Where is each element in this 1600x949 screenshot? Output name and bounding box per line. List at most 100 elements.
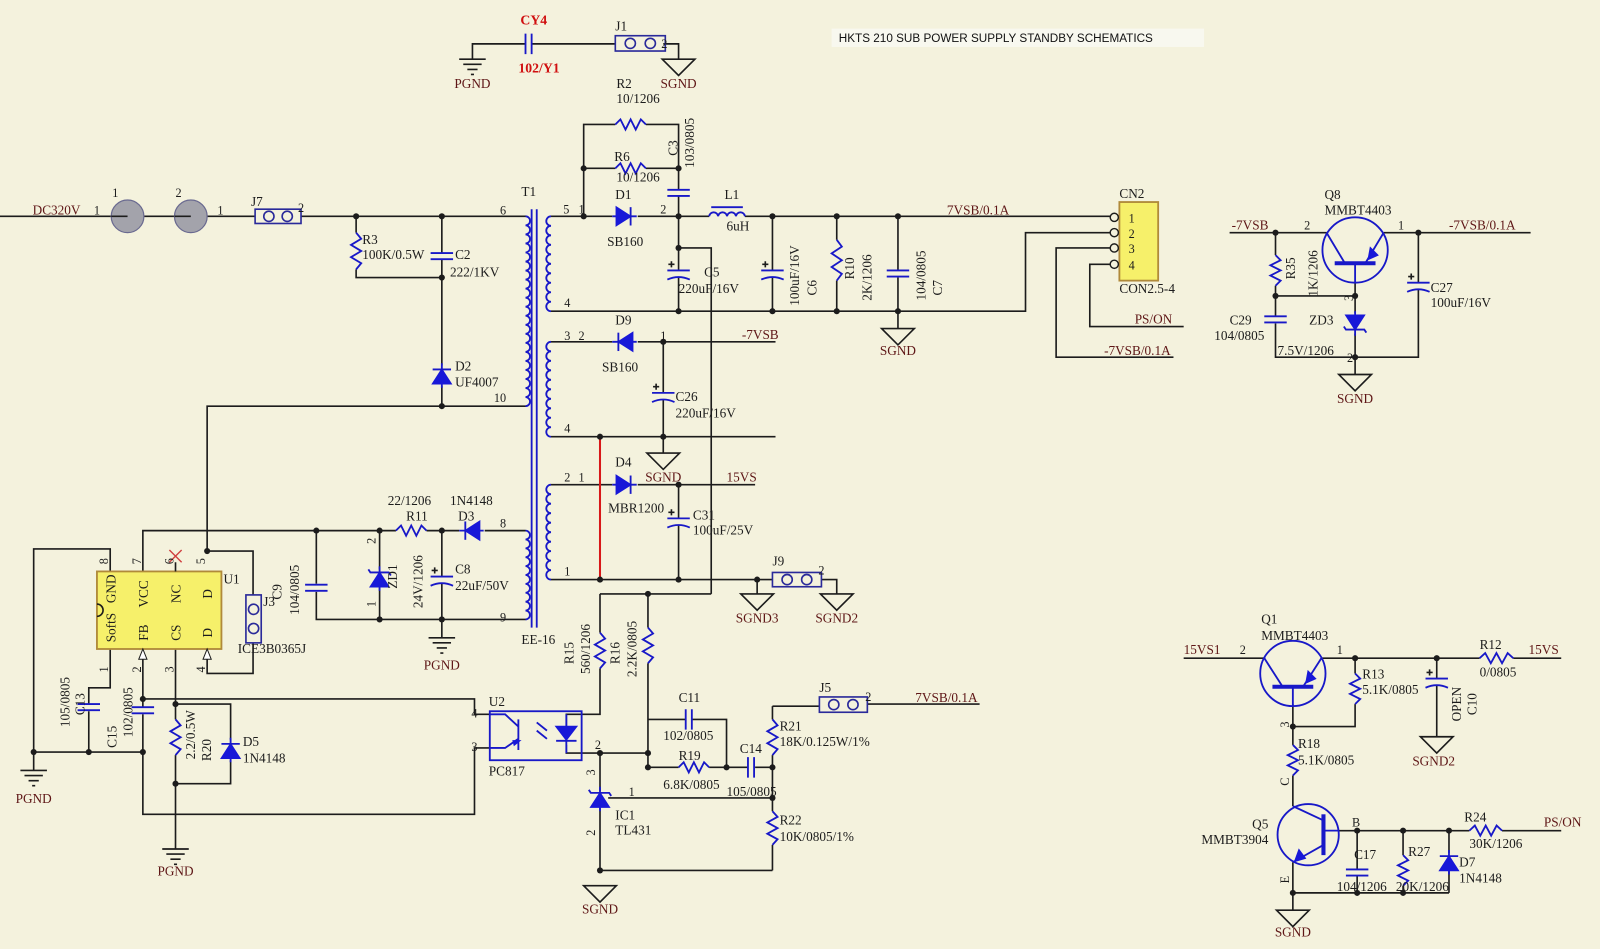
- emitter-arrow: [1367, 246, 1379, 261]
- jumper-symbol: [245, 594, 263, 644]
- connector-pin: [1109, 227, 1120, 238]
- jumper-pin: [644, 37, 657, 50]
- diode-symbol: [612, 205, 637, 227]
- grounds-sgnd-label: SGND: [582, 901, 619, 916]
- l1-ref-label: L1: [724, 187, 739, 202]
- d4-value-label: MBR1200: [608, 500, 664, 515]
- wire: [1088, 263, 1184, 328]
- pin_labels-p2-label: 2: [1129, 227, 1135, 241]
- grounds-pgnd-label: PGND: [424, 657, 461, 672]
- diode-triangle: [589, 791, 611, 808]
- junction-dot: [894, 213, 902, 220]
- pin_labels-p1-label: 1: [217, 203, 223, 217]
- c5-value-label: 220uF/16V: [679, 281, 740, 296]
- pin_labels-p10-label: 10: [494, 391, 506, 405]
- r18-ref-label: R18: [1298, 736, 1320, 751]
- capacitor-plate: [760, 276, 785, 281]
- pin_labels-p2-label: 2: [1304, 219, 1310, 233]
- resistor-symbol: [1478, 651, 1514, 666]
- emitter-arrow: [1305, 669, 1317, 684]
- wire: [207, 550, 254, 595]
- d1-value-label: SB160: [607, 234, 643, 249]
- u2-optocoupler-body: [488, 710, 583, 762]
- junction-dot: [438, 274, 445, 281]
- pgnd-ground-icon: [20, 769, 47, 787]
- junction-dot: [1354, 827, 1361, 834]
- wire: [315, 591, 526, 621]
- d3-value-label: 1N4148: [450, 493, 493, 508]
- q5-ref-label: Q5: [1252, 817, 1269, 832]
- d2-value-label: UF4007: [455, 375, 499, 390]
- pin_labels-p3-label: 3: [1342, 295, 1356, 301]
- input-arrow-icon: [138, 647, 148, 660]
- c13-value-label: 105/0805: [57, 677, 72, 727]
- junction-dot: [1433, 655, 1440, 662]
- jumper-pin: [847, 698, 859, 711]
- junction-dot: [596, 867, 604, 874]
- r22-ref-label: R22: [780, 813, 802, 828]
- wire: [691, 718, 728, 768]
- junction-dot: [675, 481, 682, 488]
- junction-dot: [769, 794, 776, 802]
- r27-value-label: 20K/1206: [1396, 879, 1449, 894]
- junction-dot: [1354, 889, 1361, 896]
- pin_labels-b-label: B: [1352, 816, 1360, 830]
- jumper-pin: [281, 210, 294, 223]
- c26-value-label: 220uF/16V: [676, 405, 737, 420]
- grounds-pgnd-label: PGND: [16, 791, 53, 806]
- pgnd-ground-icon: [162, 848, 189, 866]
- resistor-symbol: [641, 626, 655, 664]
- r11-ref-label: R11: [406, 508, 428, 523]
- resistor-symbol: [349, 232, 364, 270]
- r35-value-label: 1K/1206: [1305, 250, 1320, 297]
- c17-ref-label: C17: [1354, 847, 1376, 862]
- pin_labels-p2-label: 2: [865, 690, 871, 704]
- pin_labels-p1-label: 1: [629, 785, 635, 799]
- pin_labels-p7-label: 7: [130, 558, 144, 564]
- r2-ref-label: R2: [616, 76, 631, 91]
- capacitor-plate: [1406, 288, 1430, 293]
- pin_labels-p3-label: 3: [564, 329, 570, 343]
- c31-value-label: 100uF/25V: [693, 523, 754, 538]
- q8-ref-label: Q8: [1324, 187, 1341, 202]
- r21-value-label: 18K/0.125W/1%: [780, 734, 870, 749]
- pin_labels-p3-label: 3: [1129, 242, 1135, 256]
- c13-ref-label: C13: [73, 693, 88, 715]
- c27-ref-label: C27: [1431, 280, 1453, 295]
- sgnd-ground-icon: [1274, 909, 1312, 928]
- wire: [582, 123, 616, 217]
- pin_labels-p3-label: 3: [471, 740, 477, 754]
- resistor-symbol: [1468, 823, 1503, 838]
- nets-neg7vsb_a-label: -7VSB/0.1A: [1104, 343, 1171, 358]
- d7-value-label: 1N4148: [1459, 871, 1502, 886]
- q5-transistor-symbol: [1276, 803, 1340, 867]
- junction-dot: [438, 213, 445, 220]
- wire: [355, 269, 442, 279]
- q8-value-label: MMBT4403: [1324, 202, 1391, 217]
- capacitor-symbol: [524, 33, 533, 55]
- jumper-pin: [624, 37, 637, 50]
- pin_labels-p6-label: 6: [162, 558, 176, 564]
- sgnd-ground-icon: [660, 58, 697, 77]
- wire: [471, 43, 526, 60]
- resistor-symbol: [1268, 254, 1283, 287]
- pin_labels-p1-label: 1: [579, 202, 585, 216]
- c15-ref-label: C15: [104, 725, 119, 747]
- u1-pin_names-softs-label: SoftS: [103, 613, 118, 642]
- junction-dot: [1400, 827, 1407, 834]
- c6-value-label: 100uF/16V: [787, 245, 802, 306]
- c14-ref-label: C14: [740, 741, 762, 756]
- pin_labels-p1-label: 1: [94, 203, 100, 217]
- resistor-symbol: [614, 117, 647, 132]
- l1-value-label: 6uH: [727, 219, 750, 234]
- wire: [87, 648, 112, 705]
- diode-symbol: [220, 737, 242, 763]
- pin_labels-p2-label: 2: [818, 564, 824, 578]
- r2-value-label: 10/1206: [616, 91, 660, 106]
- capacitor-plate: [430, 582, 454, 587]
- wire: [142, 529, 396, 572]
- wire: [1274, 289, 1420, 358]
- no-connect-x-icon: [168, 549, 183, 563]
- pin_labels-p2-label: 2: [579, 329, 585, 343]
